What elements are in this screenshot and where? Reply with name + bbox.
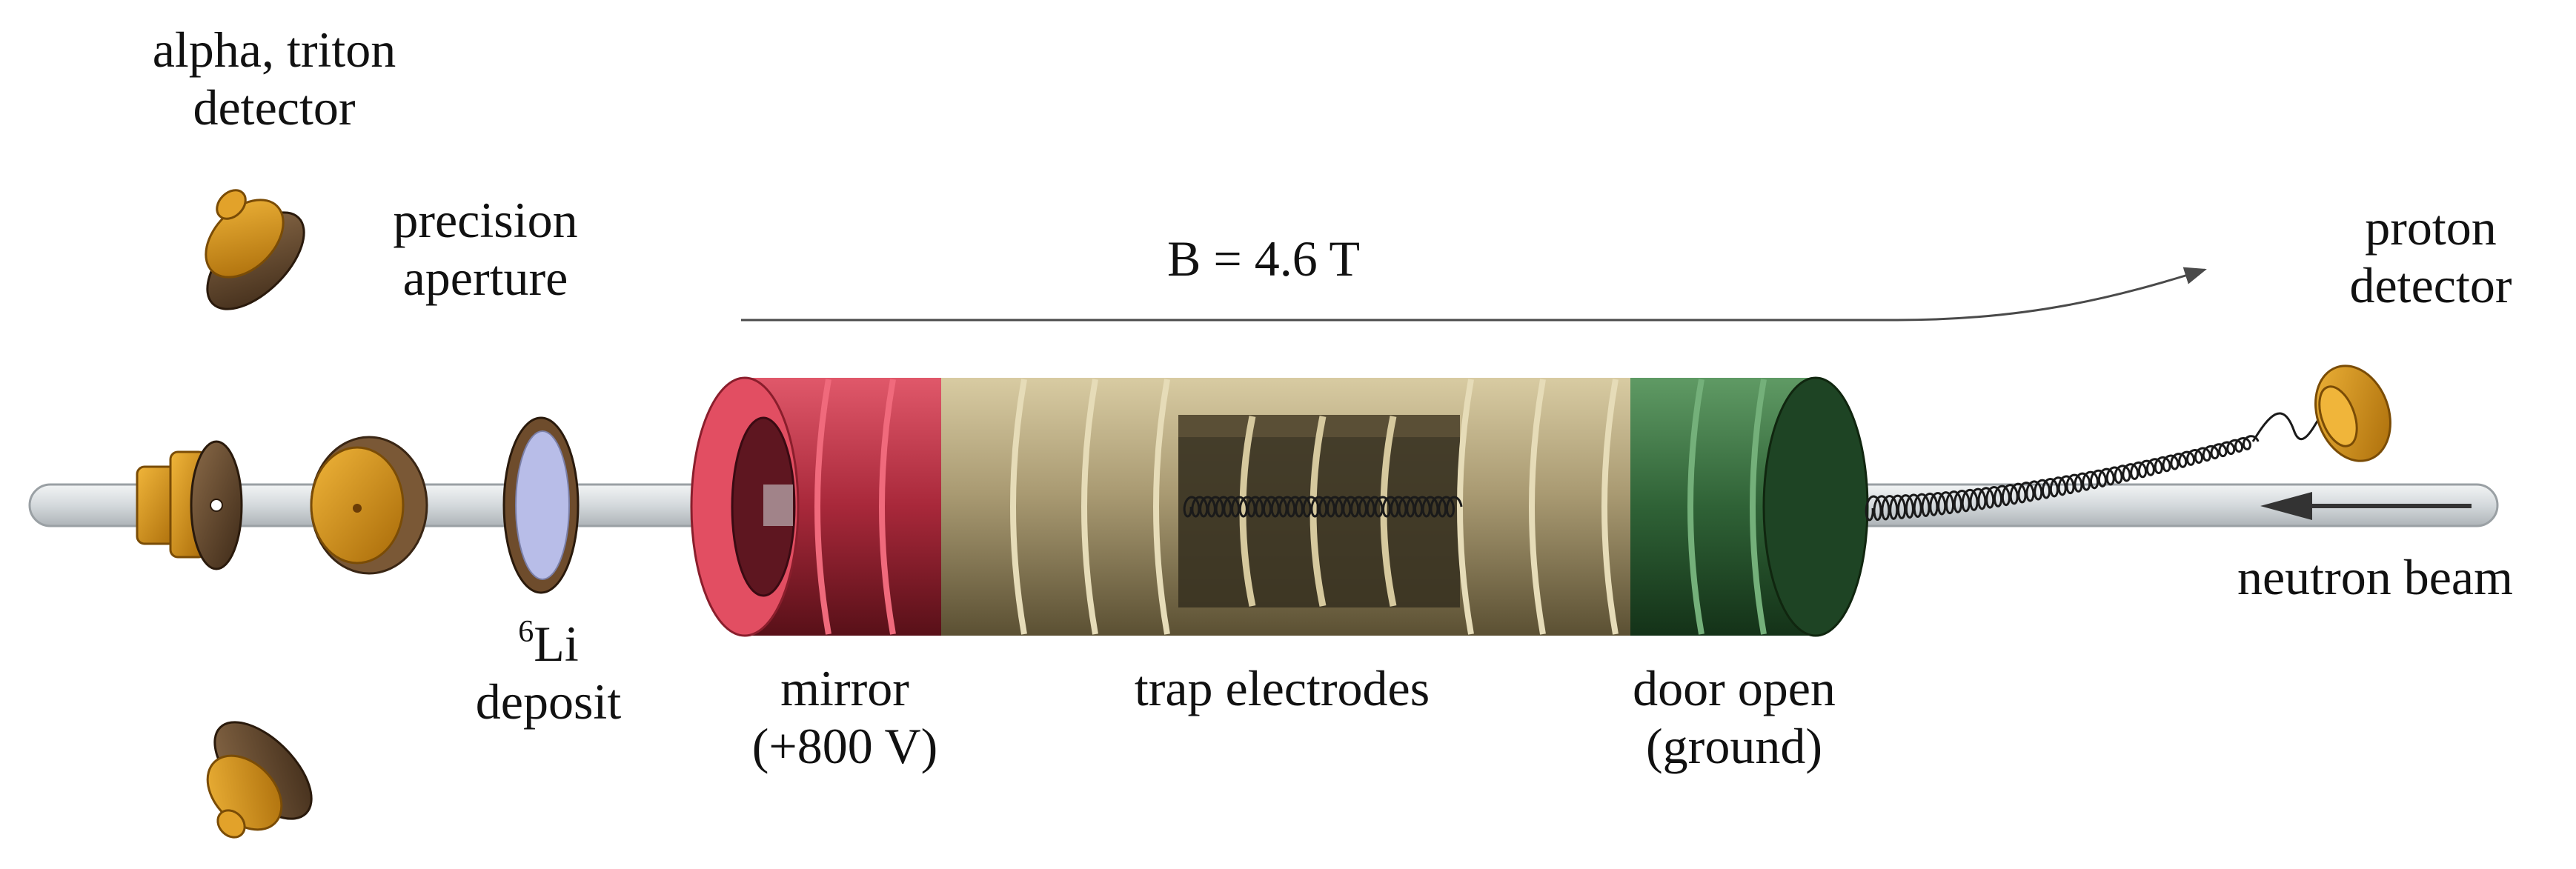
proton-detector: [2314, 364, 2391, 462]
label-li-deposit: 6Li deposit: [475, 615, 622, 730]
label-alpha-triton-detector: alpha, triton detector: [152, 21, 396, 136]
li-mass-number: 6: [518, 615, 534, 649]
electrode-stack: [690, 376, 1869, 637]
proton-spiral-inner: [1183, 496, 1463, 518]
alpha-triton-detector-bottom: [206, 721, 313, 839]
label-precision-aperture: precision aperture: [393, 192, 578, 307]
label-door-open: door open (ground): [1633, 660, 1836, 775]
beam-axis-detector: [136, 440, 243, 570]
label-mirror: mirror (+800 V): [751, 660, 938, 775]
label-proton-detector: proton detector: [2349, 199, 2512, 314]
label-neutron-beam: neutron beam: [2237, 549, 2513, 605]
proton-spiral-guide: [1865, 412, 2323, 522]
label-trap-electrodes: trap electrodes: [1134, 660, 1430, 716]
precision-aperture: [310, 436, 428, 575]
li-element: Li: [534, 616, 579, 672]
li-deposit-disk: [502, 416, 580, 594]
magnetic-field-arrow: [741, 267, 2207, 322]
neutron-beam-arrow: [2260, 492, 2472, 520]
label-magnetic-field: B = 4.6 T: [1166, 230, 1360, 287]
alpha-triton-detector-top: [205, 189, 305, 310]
